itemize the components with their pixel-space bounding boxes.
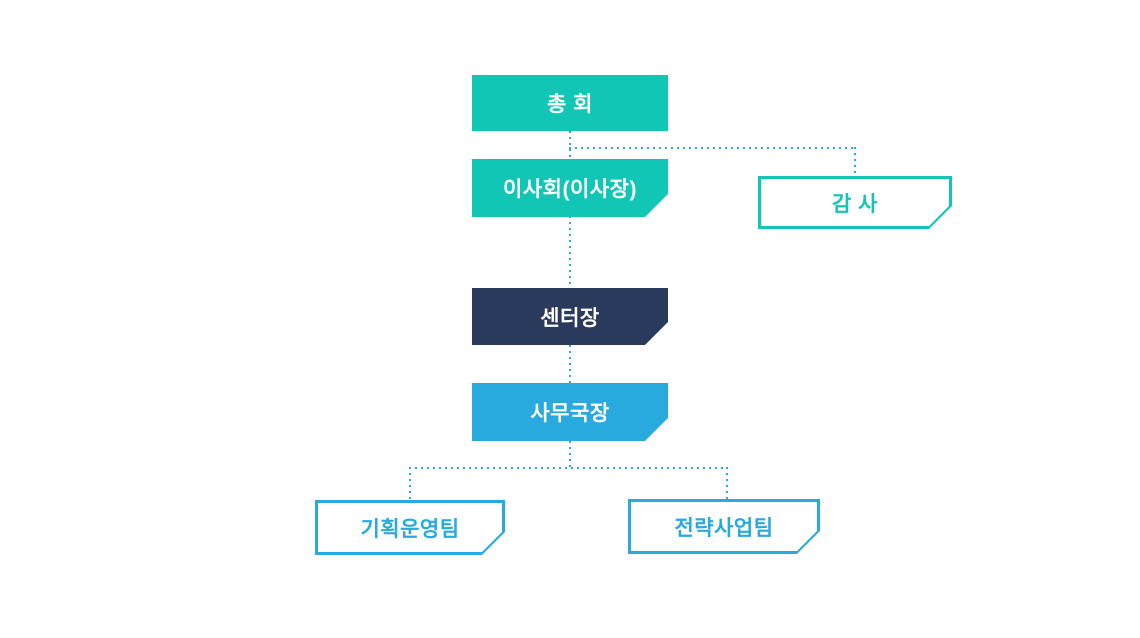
connector-strategy-team-drop bbox=[726, 467, 728, 499]
connector-board-centerdirector bbox=[569, 216, 571, 288]
connector-auditor-drop bbox=[854, 147, 856, 176]
connector-teams-branch bbox=[409, 467, 727, 469]
connector-secretary-down bbox=[569, 441, 571, 468]
node-general-assembly: 총 회 bbox=[472, 75, 668, 131]
node-auditor-label: 감 사 bbox=[832, 192, 878, 216]
node-auditor-fill bbox=[761, 179, 949, 226]
node-strategic-business-team: 전략사업팀 bbox=[628, 499, 820, 554]
node-planning-operations-team-label: 기획운영팀 bbox=[360, 517, 460, 541]
connector-planning-team-drop bbox=[409, 467, 411, 500]
connector-centerdirector-secretary bbox=[569, 345, 571, 383]
node-center-director: 센터장 bbox=[472, 288, 668, 345]
node-planning-operations-team: 기획운영팀 bbox=[315, 500, 505, 555]
node-board-of-directors: 이사회(이사장) bbox=[472, 159, 668, 217]
node-auditor: 감 사 bbox=[758, 176, 952, 229]
node-secretary-general: 사무국장 bbox=[472, 383, 668, 441]
connector-branch-to-auditor bbox=[569, 147, 855, 149]
node-strategic-business-team-fill bbox=[631, 502, 817, 551]
node-strategic-business-team-label: 전략사업팀 bbox=[674, 516, 774, 540]
node-board-of-directors-label: 이사회(이사장) bbox=[503, 178, 637, 201]
connector-assembly-board bbox=[569, 131, 571, 159]
node-secretary-general-label: 사무국장 bbox=[530, 402, 610, 425]
node-center-director-label: 센터장 bbox=[540, 306, 600, 330]
node-general-assembly-label: 총 회 bbox=[547, 93, 593, 116]
node-planning-operations-team-fill bbox=[318, 503, 502, 552]
